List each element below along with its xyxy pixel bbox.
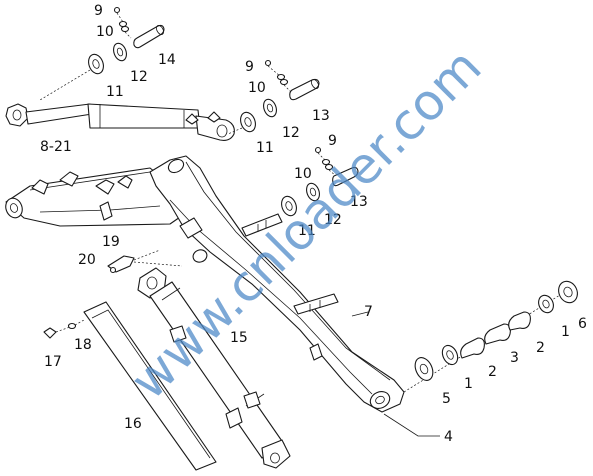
callout-2-upper: 2 [536, 340, 545, 356]
pin-assembly-top [39, 6, 165, 101]
callout-14: 14 [158, 52, 176, 68]
callout-10-lower: 10 [294, 166, 312, 182]
callout-10-top: 10 [96, 24, 114, 40]
callout-4: 4 [444, 429, 453, 445]
bolt-17-washer-18 [43, 319, 85, 339]
shim-5 [414, 357, 434, 381]
pin-assembly-middle [227, 59, 320, 135]
cylinder-15 [137, 267, 291, 469]
callout-12-top: 12 [130, 69, 148, 85]
callout-9-top: 9 [94, 3, 103, 19]
seal-1-lower [441, 344, 459, 366]
callout-20: 20 [78, 252, 96, 268]
callout-12-middle: 12 [282, 125, 300, 141]
callout-9-middle: 9 [245, 59, 254, 75]
callout-6: 6 [578, 316, 587, 332]
shim-11-top [88, 53, 104, 75]
pin-assembly-lower [281, 146, 359, 217]
callout-labels: 9 10 14 12 11 9 10 13 12 11 8-21 9 10 13… [40, 3, 587, 445]
callout-13-upper: 13 [312, 108, 330, 124]
linkage-frame [5, 167, 197, 227]
pin-14 [133, 24, 165, 49]
callout-12-lower: 12 [324, 212, 342, 228]
callout-1-lower: 1 [464, 376, 473, 392]
callout-7: 7 [364, 304, 373, 320]
pin-13-upper [289, 78, 320, 101]
callout-1-upper: 1 [561, 324, 570, 340]
callout-2-lower: 2 [488, 364, 497, 380]
bushing-2-lower [460, 337, 485, 359]
callout-5: 5 [442, 391, 451, 407]
callout-9-lower: 9 [328, 133, 337, 149]
bolt-9-top [113, 6, 121, 14]
callout-17: 17 [44, 354, 62, 370]
pin-13-lower [332, 166, 359, 187]
callout-8-21: 8-21 [40, 139, 72, 155]
boom-7 [149, 155, 405, 413]
callout-11-lower: 11 [298, 223, 316, 239]
shim-12-top [113, 42, 127, 62]
boom-bore [369, 391, 391, 409]
bracket-19-20 [107, 249, 183, 274]
callout-18: 18 [74, 337, 92, 353]
callout-10-middle: 10 [248, 80, 266, 96]
leader-4 [383, 413, 440, 437]
seal-1-upper [538, 294, 554, 314]
guard-plate-16 [83, 301, 217, 471]
shim-6 [558, 280, 578, 304]
callout-19: 19 [102, 234, 120, 250]
callout-13-lower: 13 [350, 194, 368, 210]
callout-11-top: 11 [106, 84, 124, 100]
bushing-3 [484, 323, 511, 345]
washer-10-top [118, 20, 128, 28]
callout-16: 16 [124, 416, 142, 432]
callout-15: 15 [230, 330, 248, 346]
bushing-2-upper [508, 311, 531, 331]
callout-3: 3 [510, 350, 519, 366]
callout-11-middle: 11 [256, 140, 274, 156]
cylinder-8-21 [5, 103, 235, 141]
bushing-stack [403, 280, 578, 393]
